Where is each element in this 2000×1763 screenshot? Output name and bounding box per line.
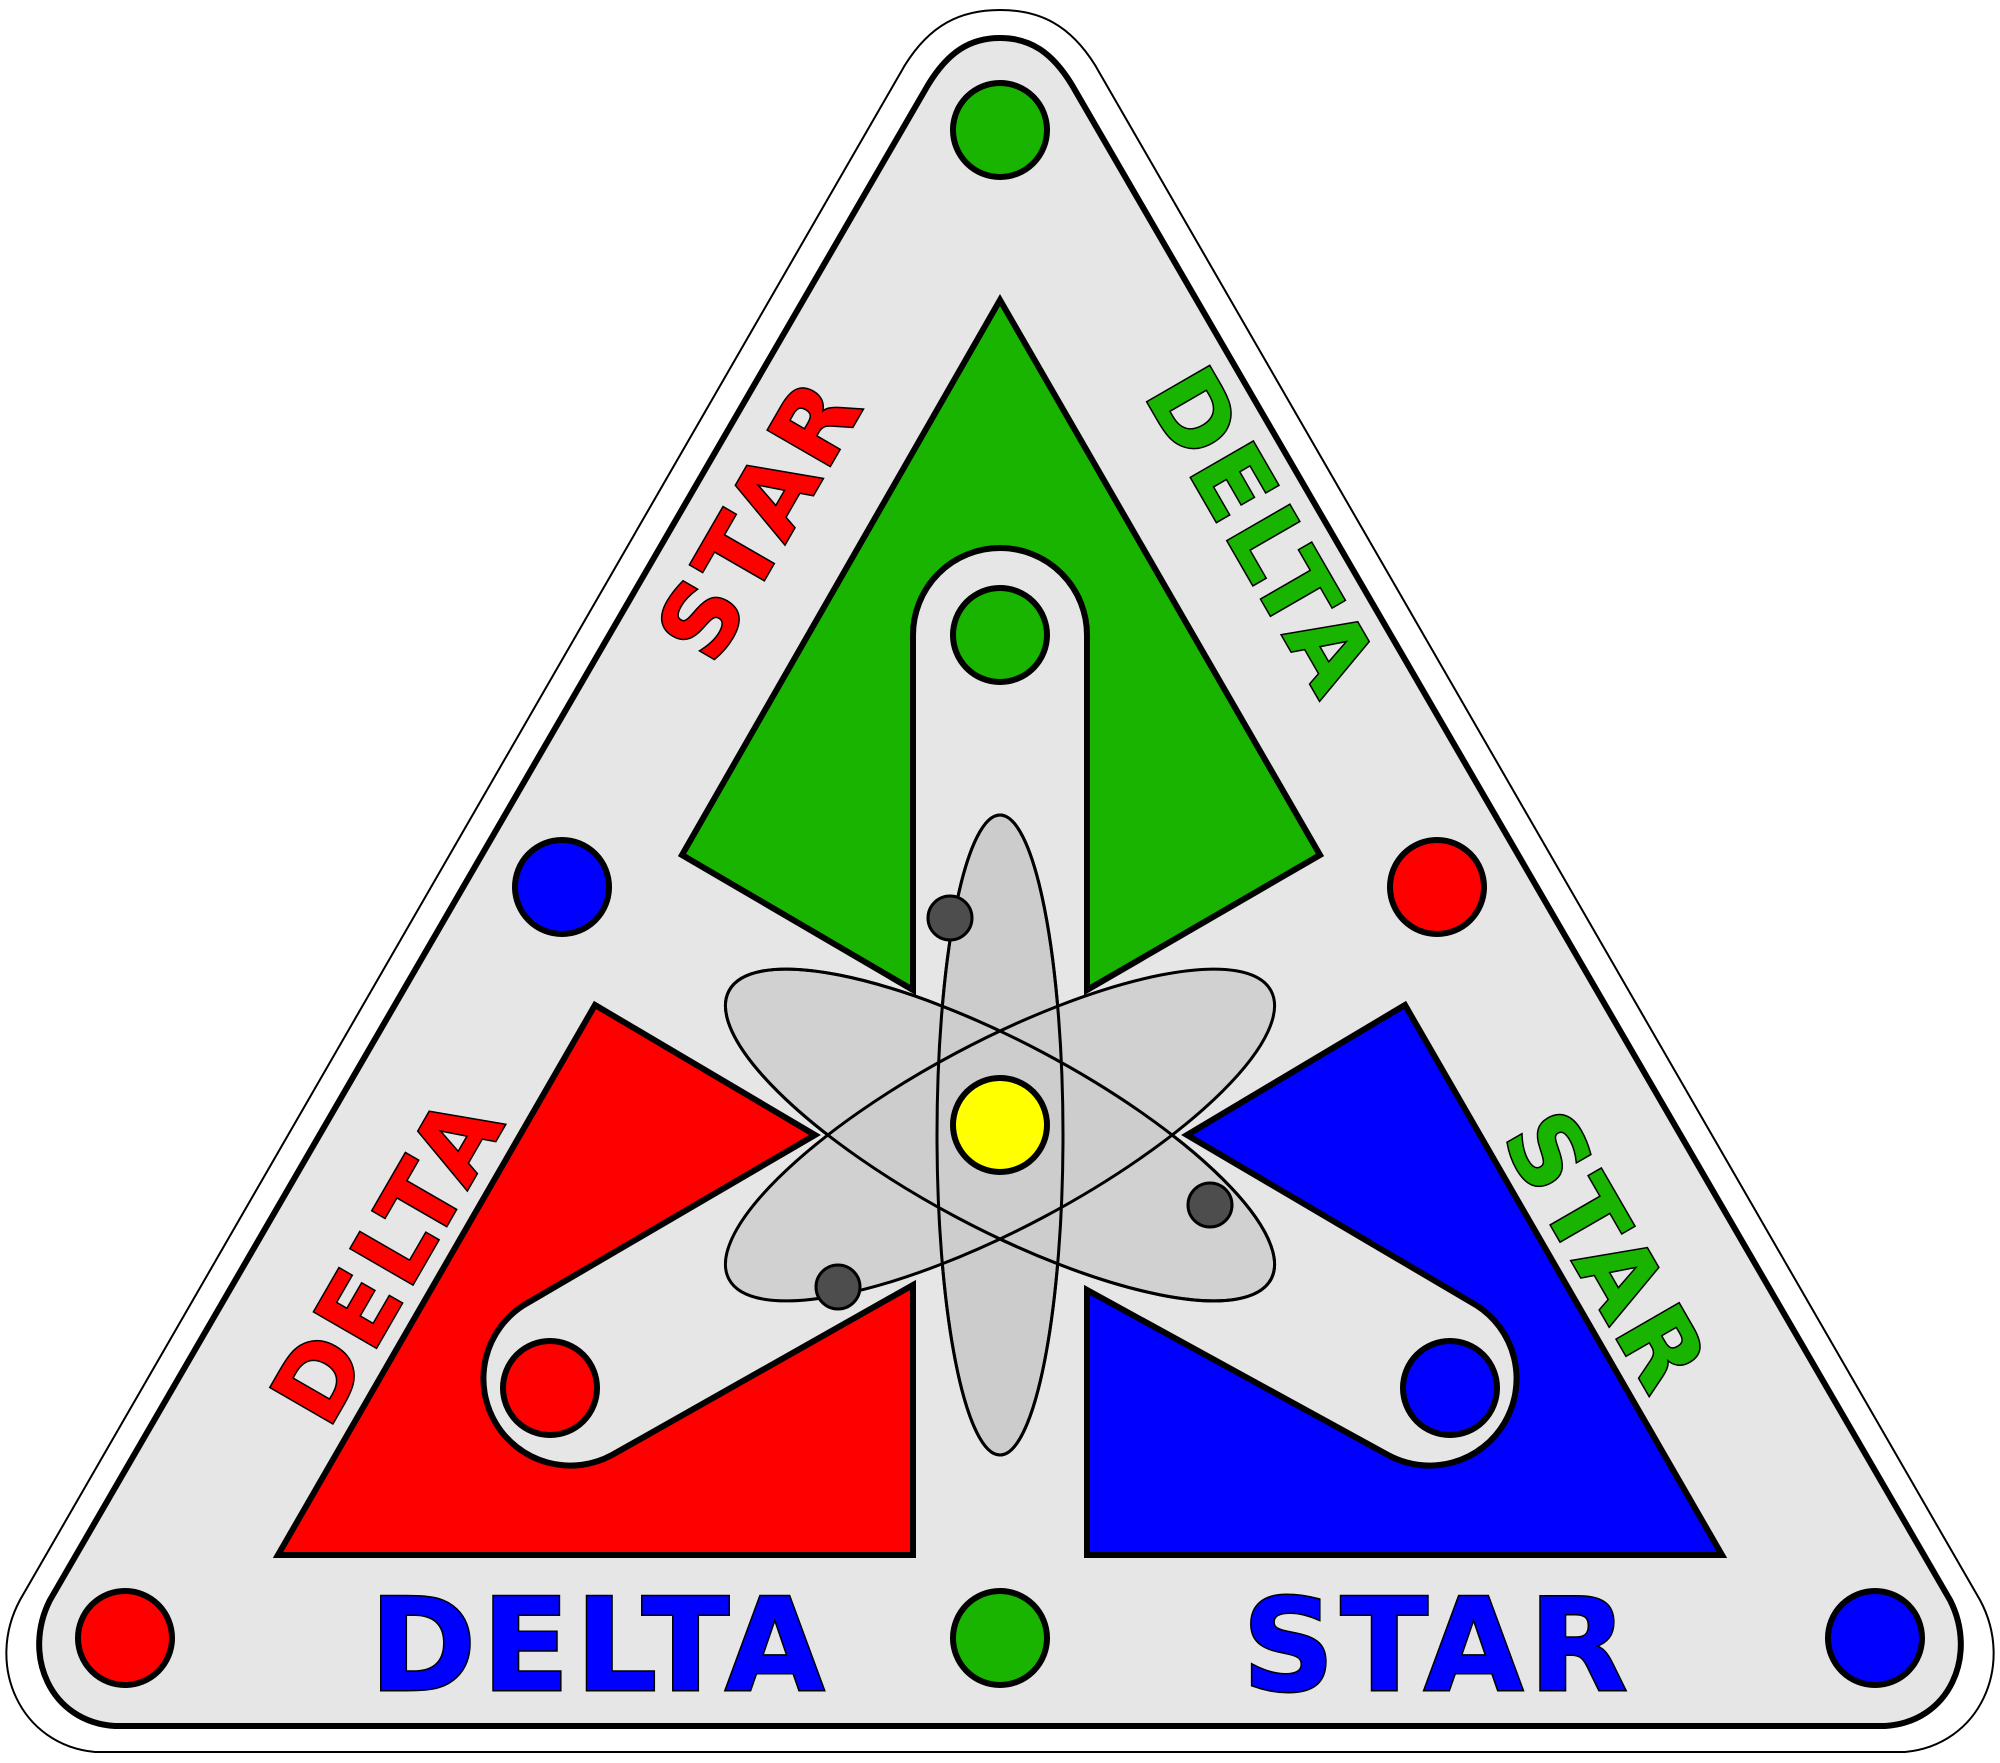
blue-sector [1084,1000,1728,1558]
label-bottom-left: DELTA [370,1572,831,1721]
bottom-center-dot-icon [950,1588,1050,1688]
blue-arm-dot-icon [1400,1338,1500,1438]
bottom-right-corner-dot-icon [1825,1588,1925,1688]
electron-right [1186,1181,1234,1229]
electron-top [926,894,974,942]
atom-icon [723,813,1277,1457]
right-edge-dot-icon [1387,837,1487,937]
red-sector [272,1000,916,1558]
left-edge-dot-icon [512,837,612,937]
nucleus [950,1075,1050,1175]
bottom-left-corner-dot-icon [75,1588,175,1688]
green-sector [677,293,1325,996]
red-arm-dot-icon [500,1338,600,1438]
electron-left [814,1263,862,1311]
label-bottom-right: STAR [1242,1572,1633,1721]
green-arm-dot-icon [950,585,1050,685]
top-corner-dot-icon [950,80,1050,180]
